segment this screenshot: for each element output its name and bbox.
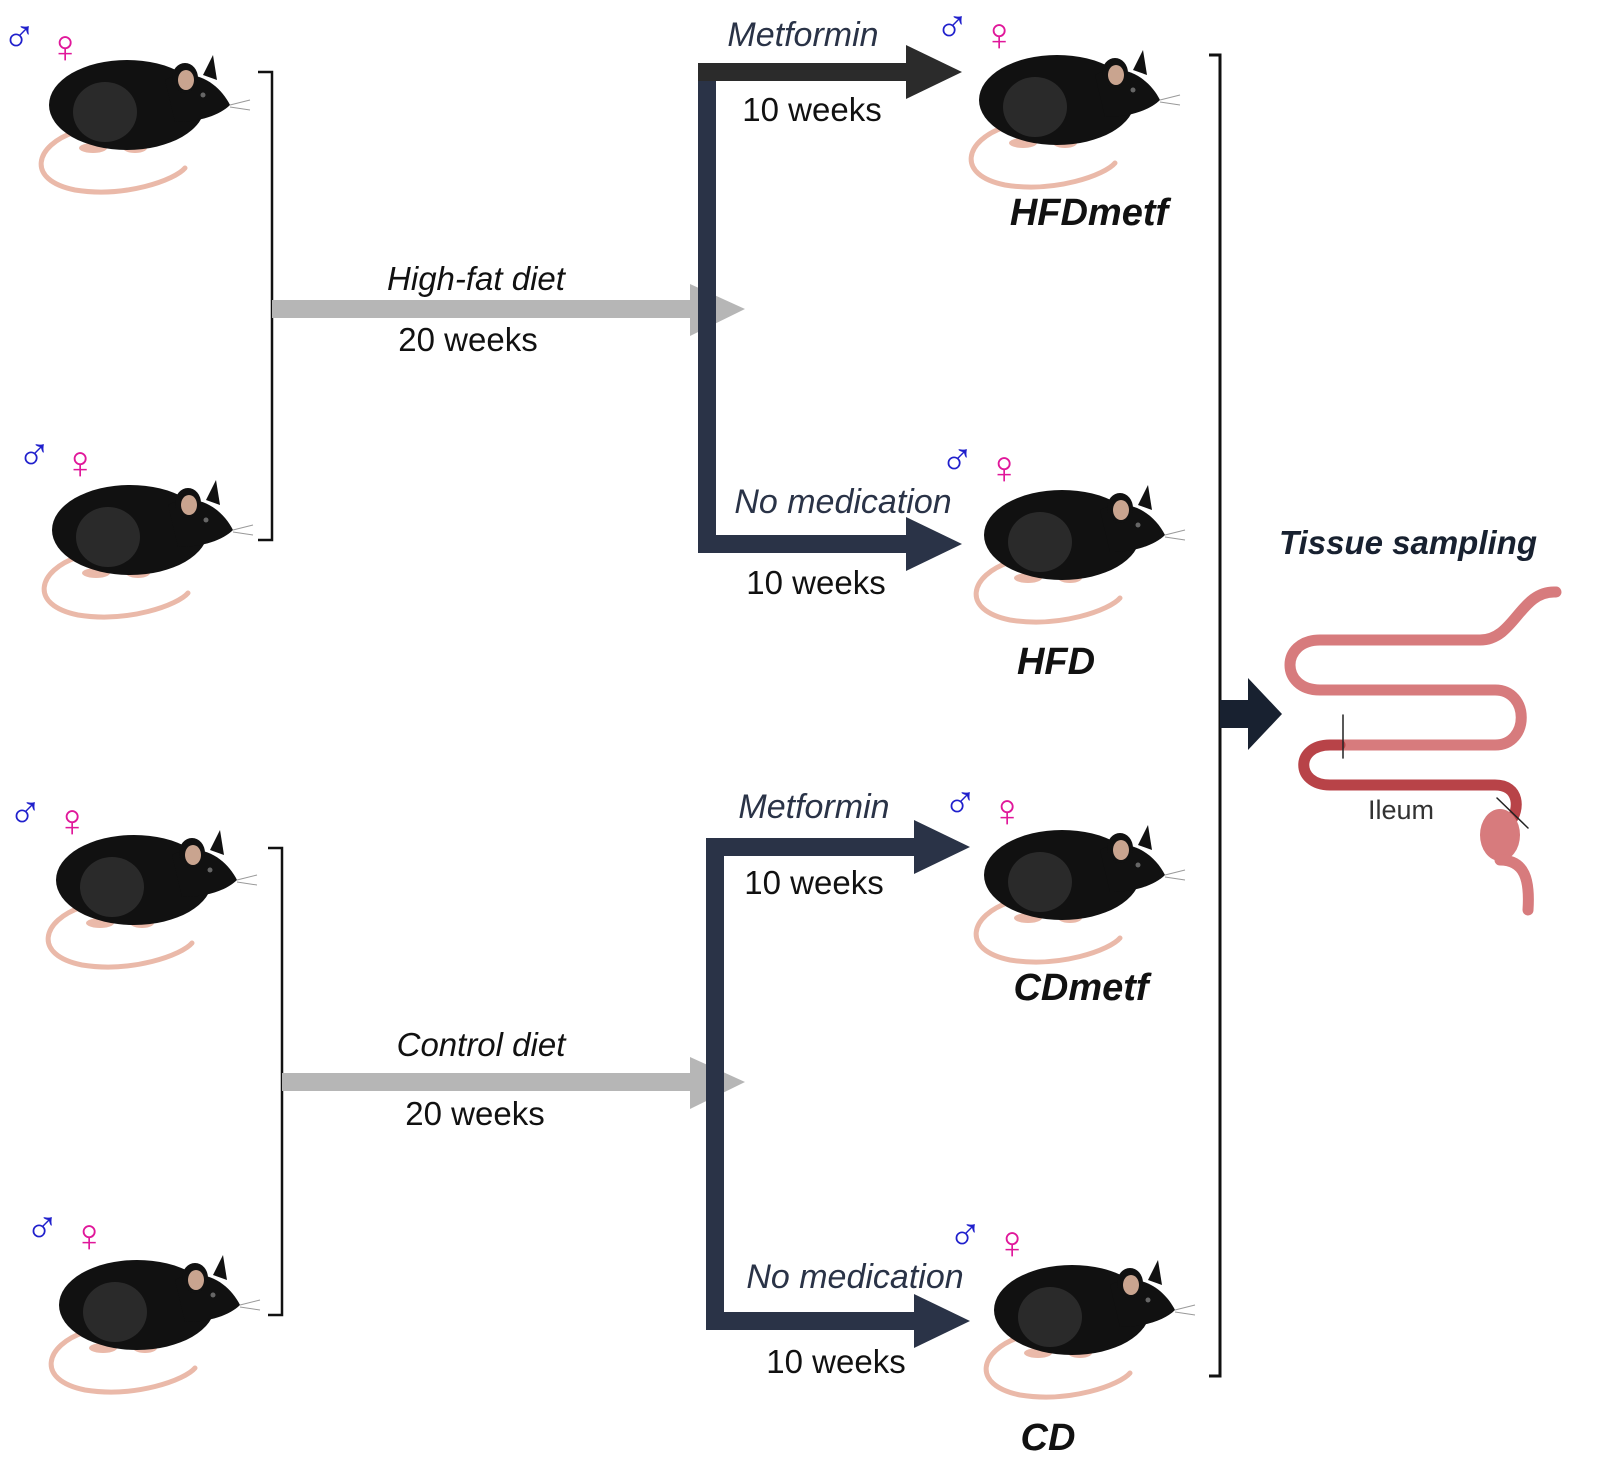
treatment-duration: 10 weeks: [766, 1343, 905, 1380]
male-symbol-icon: ♂: [935, 0, 970, 52]
group-label: CDmetf: [1013, 967, 1151, 1009]
mouse-icon: [41, 55, 250, 192]
female-symbol-icon: ♀: [982, 8, 1017, 60]
group-label: HFDmetf: [1010, 192, 1172, 234]
treatment-arrow: [706, 1294, 970, 1348]
diet-duration: 20 weeks: [398, 321, 537, 358]
mouse-icon: [976, 485, 1185, 622]
treatment-duration: 10 weeks: [742, 91, 881, 128]
female-symbol-icon: ♀: [55, 794, 90, 846]
treatment-name: Metformin: [727, 16, 878, 54]
mouse-icon: [48, 830, 257, 967]
mouse-icon: [971, 50, 1180, 187]
mouse-icon: [976, 825, 1185, 962]
female-symbol-icon: ♀: [995, 1216, 1030, 1268]
mouse-icon: [51, 1255, 260, 1392]
treatment-branch-line: [706, 840, 724, 1330]
male-symbol-icon: ♂: [25, 1201, 60, 1253]
treatment-duration: 10 weeks: [746, 564, 885, 601]
male-symbol-icon: ♂: [948, 1208, 983, 1260]
treatment-name: No medication: [734, 483, 951, 521]
female-symbol-icon: ♀: [990, 784, 1025, 836]
intestine-icon: [1284, 586, 1562, 916]
mouse-icon: [44, 480, 253, 617]
male-symbol-icon: ♂: [943, 776, 978, 828]
treatment-arrow: [698, 517, 962, 571]
tissue-sampling-title: Tissue sampling: [1279, 524, 1537, 561]
treatment-arrow: [706, 820, 970, 874]
groups-bracket: [1209, 53, 1222, 1378]
treatment-arrow: [698, 45, 962, 99]
mouse-icon: [986, 1260, 1195, 1397]
group-label: HFD: [1017, 641, 1095, 683]
treatment-name: Metformin: [738, 788, 889, 826]
diet-name: High-fat diet: [387, 260, 567, 297]
male-symbol-icon: ♂: [17, 428, 52, 480]
female-symbol-icon: ♀: [63, 436, 98, 488]
tissue-sampling-arrow: [1220, 678, 1282, 750]
male-symbol-icon: ♂: [8, 786, 43, 838]
treatment-name: No medication: [746, 1258, 963, 1296]
ileum-label: Ileum: [1368, 795, 1434, 825]
female-symbol-icon: ♀: [987, 441, 1022, 493]
group-label: CD: [1021, 1417, 1076, 1459]
male-symbol-icon: ♂: [940, 433, 975, 485]
treatment-branch-line: [698, 72, 716, 552]
treatment-duration: 10 weeks: [744, 864, 883, 901]
female-symbol-icon: ♀: [48, 20, 83, 72]
group-bracket: [268, 846, 284, 1317]
male-symbol-icon: ♂: [2, 10, 37, 62]
diet-name: Control diet: [397, 1026, 568, 1063]
diet-duration: 20 weeks: [405, 1095, 544, 1132]
group-bracket: [258, 70, 274, 542]
female-symbol-icon: ♀: [72, 1209, 107, 1261]
